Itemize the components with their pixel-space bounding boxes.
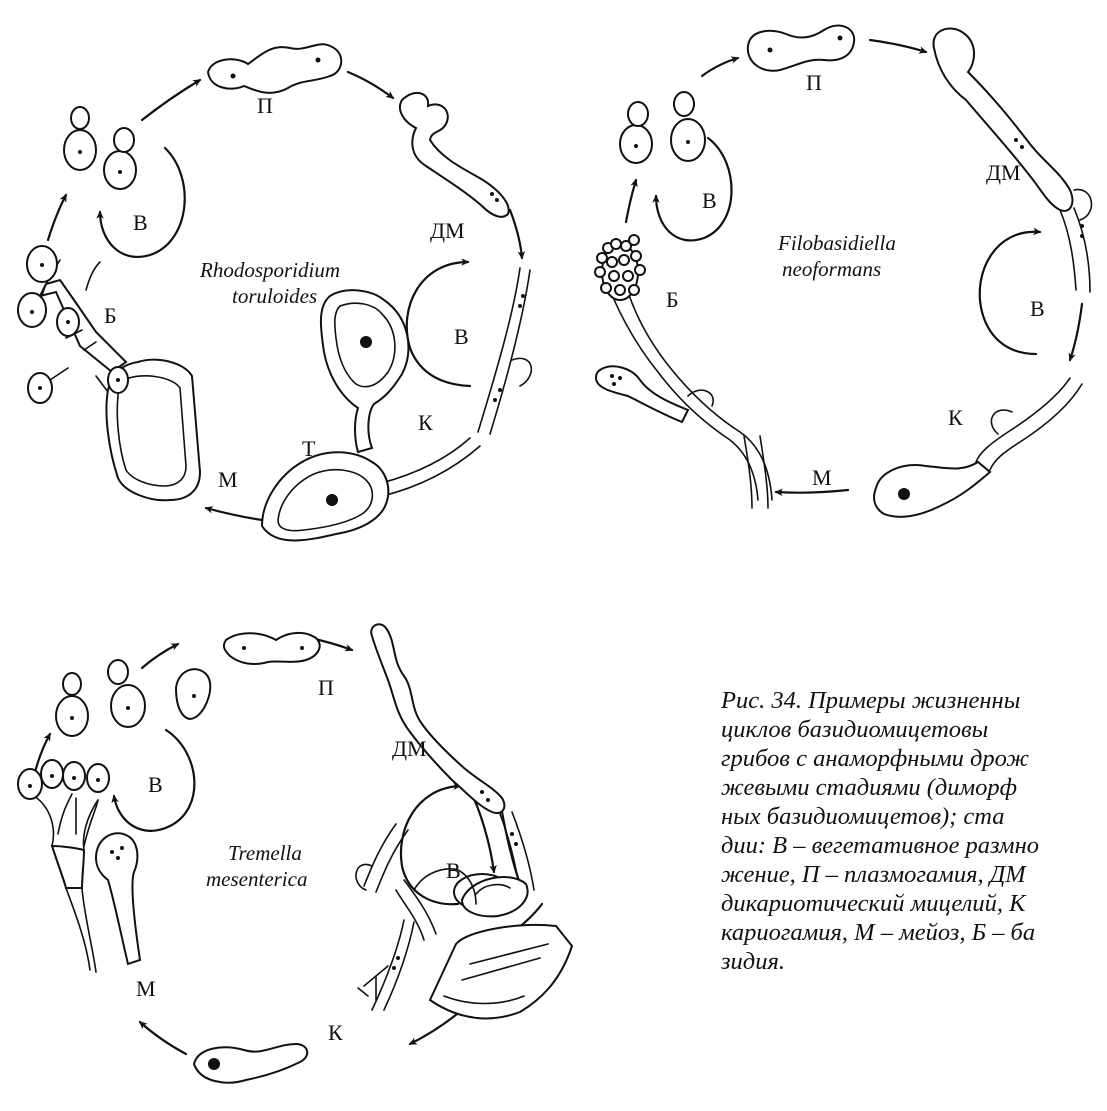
fruiting-body-on-wood [430, 874, 572, 1018]
caption-line: зидия. [721, 947, 1107, 976]
panel-rhodosporidium: П ДМ В В К Т М Б Rhodosporidium toruloid… [18, 44, 531, 540]
stage-label-karyogamy: К [328, 1020, 343, 1045]
stage-label-meiosis: М [136, 976, 156, 1001]
panel-filobasidiella: П ДМ В В К М Б Filobasidiella neoformans [595, 26, 1091, 517]
germinating-basidium [96, 833, 140, 964]
cycle-arrow [626, 180, 636, 222]
stage-label-dikaryotic-mycelium: ДМ [392, 736, 427, 761]
cycle-arrow [410, 1010, 462, 1044]
stage-label-plasmogamy: П [257, 93, 273, 118]
caption-line: кариогамия, М – мейоз, Б – ба [721, 918, 1107, 947]
stage-label-meiosis: М [218, 467, 238, 492]
hypha [1060, 210, 1076, 290]
stage-label-vegetative: В [446, 858, 461, 883]
caption-line: жение, П – плазмогамия, ДМ [721, 860, 1107, 889]
caption-line: ных базидиомицетов); ста [721, 802, 1107, 831]
caption-line: дикариотический мицелий, К [721, 889, 1107, 918]
stage-label-karyogamy: К [418, 410, 433, 435]
species-name: Rhodosporidium [199, 258, 340, 282]
stage-label-basidium: Б [104, 303, 117, 328]
cycle-arrow [348, 72, 393, 98]
cycle-arrow [776, 490, 848, 493]
caption-line: Рис. 34. Примеры жизненны [721, 686, 1107, 715]
dikaryotic-hypha [371, 624, 504, 813]
fusing-cells [748, 26, 854, 71]
species-name: mesenterica [206, 867, 307, 891]
cycle-arrow [206, 508, 262, 520]
cycle-arrow [1070, 304, 1082, 360]
cycle-arrow [142, 80, 200, 120]
budding-cell [176, 669, 210, 719]
vegetative-loop-arrow [980, 232, 1040, 354]
stage-label-dikaryotic-mycelium: ДМ [986, 160, 1021, 185]
caption-line: грибов с анаморфными дрож [721, 744, 1107, 773]
stage-label-karyogamy: К [948, 405, 963, 430]
stage-label-vegetative: В [133, 210, 148, 235]
cycle-arrow [140, 1022, 186, 1054]
stage-label-vegetative: В [148, 772, 163, 797]
clamp-connection [512, 358, 531, 386]
cycle-arrow [510, 210, 522, 258]
species-name: neoformans [782, 257, 881, 281]
stage-label-plasmogamy: П [318, 675, 334, 700]
vegetative-loop-arrow [401, 786, 460, 904]
hypha [990, 384, 1082, 470]
figure-caption: Рис. 34. Примеры жизненны циклов базидио… [721, 686, 1107, 976]
teliospore [321, 290, 409, 452]
germinating-basidium [596, 366, 688, 422]
diploid-cell [874, 462, 990, 517]
stage-label-teliospore: Т [302, 436, 316, 461]
hypha [976, 378, 1070, 462]
hypha [1074, 208, 1090, 292]
stage-label-basidium: Б [666, 287, 679, 312]
stage-label-plasmogamy: П [806, 70, 822, 95]
caption-line: дии: В – вегетативное размно [721, 831, 1107, 860]
caption-line: циклов базидиомицетовы [721, 715, 1107, 744]
hypha [372, 920, 414, 1010]
cycle-arrow [870, 40, 926, 52]
dikaryotic-hypha [400, 93, 509, 217]
panel-tremella: П ДМ В В К М Tremella mesenterica [18, 624, 572, 1082]
clamp-connection [991, 410, 1012, 434]
stage-label-vegetative: В [1030, 296, 1045, 321]
caption-line: жевыми стадиями (диморф [721, 773, 1107, 802]
fusing-cells [208, 44, 341, 93]
stage-label-vegetative: В [454, 324, 469, 349]
species-name: toruloides [232, 284, 317, 308]
species-name: Tremella [228, 841, 302, 865]
stage-label-vegetative: В [702, 188, 717, 213]
fusing-cells [224, 633, 320, 664]
cycle-arrow [48, 195, 66, 240]
cycle-arrow [702, 58, 738, 76]
cycle-arrow [142, 644, 178, 668]
basidium [52, 846, 84, 888]
species-name: Filobasidiella [777, 231, 896, 255]
stage-label-meiosis: М [812, 465, 832, 490]
stage-label-dikaryotic-mycelium: ДМ [430, 218, 465, 243]
